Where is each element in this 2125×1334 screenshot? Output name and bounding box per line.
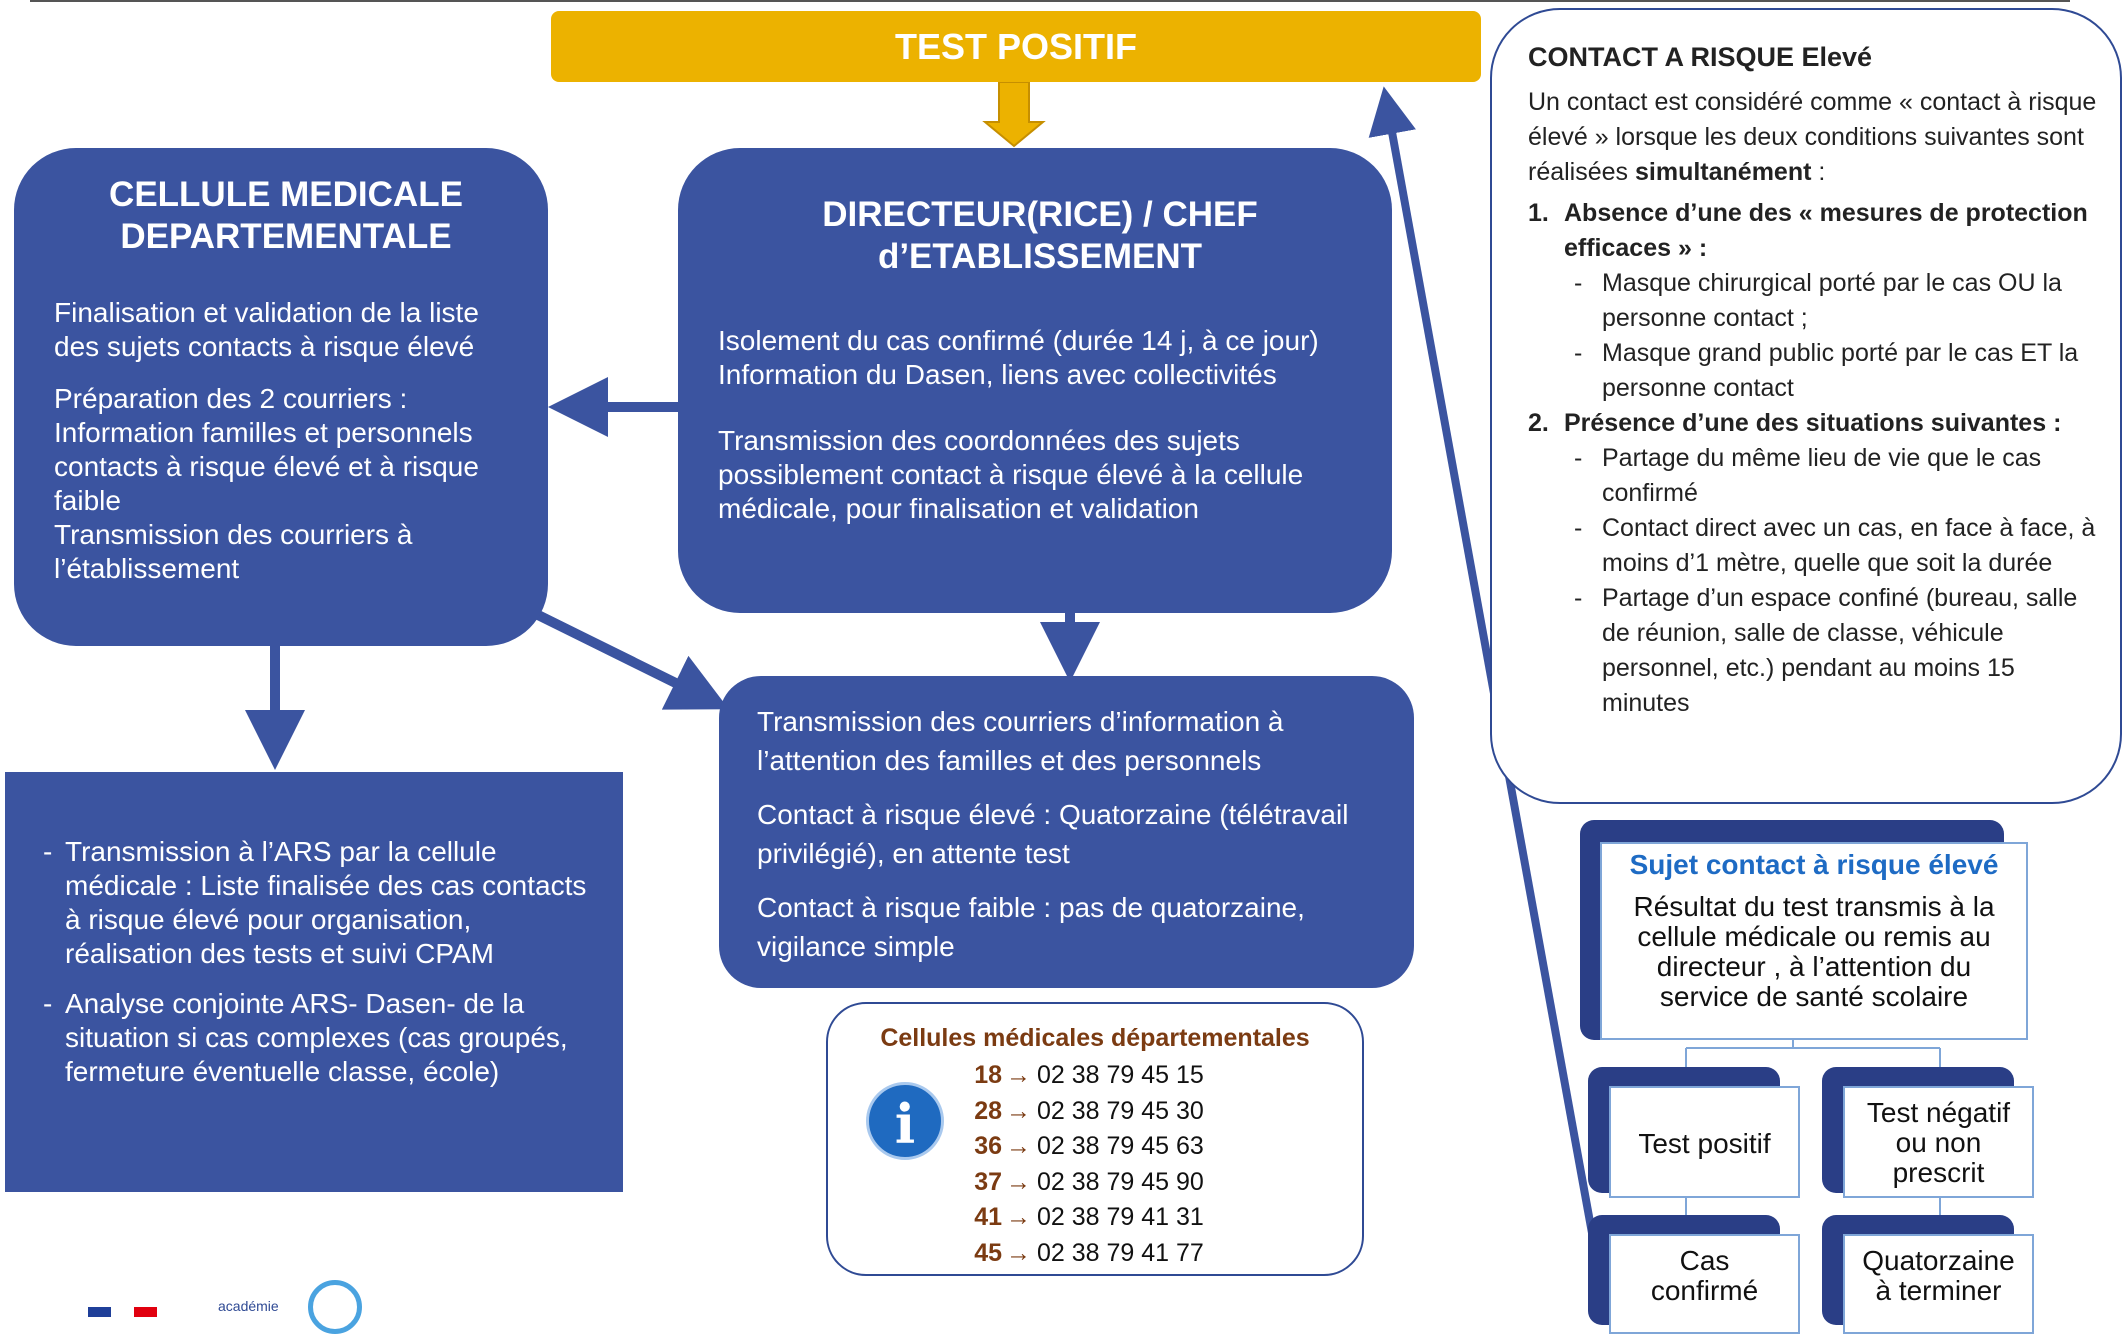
quatorzaine-node: Quatorzaine à terminer <box>1843 1234 2034 1334</box>
tree-connectors <box>1685 1040 1941 1215</box>
logo-text: académie <box>218 1298 279 1314</box>
list-item: Transmission à l’ARS par la cellule médi… <box>43 835 601 971</box>
test-positif-node: Test positif <box>1609 1086 1800 1198</box>
transmission-courriers-box: Transmission des courriers d’information… <box>719 676 1414 988</box>
top-rule <box>30 0 2070 2</box>
academie-logo: académie <box>88 1268 388 1334</box>
risque-title: CONTACT A RISQUE Elevé <box>1528 42 1873 72</box>
list-item: 37→02 38 79 45 90 <box>974 1167 1204 1196</box>
info-icon: i <box>866 1082 944 1160</box>
flag-logo <box>88 1304 158 1317</box>
ars-list: Transmission à l’ARS par la cellule médi… <box>43 835 601 1089</box>
ars-box: Transmission à l’ARS par la cellule médi… <box>5 772 623 1192</box>
list-item: Analyse conjointe ARS- Dasen- de la situ… <box>43 987 601 1089</box>
phone-list: 18→02 38 79 45 15 28→02 38 79 45 30 36→0… <box>968 1058 1204 1271</box>
directeur-text-1: Isolement du cas confirmé (durée 14 j, à… <box>718 325 1319 390</box>
list-item: 28→02 38 79 45 30 <box>974 1096 1204 1125</box>
list-item: Masque chirurgical porté par le cas OU l… <box>1564 266 2102 336</box>
condition-1: 1. Absence d’une des « mesures de protec… <box>1528 196 2102 406</box>
cellules-medicales-info-box: Cellules médicales départementales i 18→… <box>826 1002 1364 1276</box>
risque-intro: Un contact est considéré comme « contact… <box>1528 88 2097 186</box>
test-positif-banner: TEST POSITIF <box>551 11 1481 82</box>
list-item: 18→02 38 79 45 15 <box>974 1061 1204 1089</box>
list-item: Partage d’un espace confiné (bureau, sal… <box>1564 581 2102 721</box>
condition-2: 2. Présence d’une des situations suivant… <box>1528 406 2102 721</box>
cellule-to-courriers-arrow <box>529 607 729 710</box>
courriers-text-1: Transmission des courriers d’information… <box>757 706 1284 776</box>
test-negatif-node: Test négatif ou non prescrit <box>1843 1086 2034 1198</box>
sujet-contact-box: Sujet contact à risque élevé Résultat du… <box>1600 842 2028 1040</box>
cellule-title: CELLULE MEDICALE DEPARTEMENTALE <box>109 175 463 256</box>
ring-logo <box>308 1280 362 1334</box>
cellule-medicale-box: CELLULE MEDICALE DEPARTEMENTALE Finalisa… <box>14 148 548 646</box>
risque-conditions: 1. Absence d’une des « mesures de protec… <box>1528 196 2102 721</box>
directeur-text-2: Transmission des coordonnées des sujets … <box>718 425 1304 524</box>
directeur-box: DIRECTEUR(RICE) / CHEF d’ETABLISSEMENT I… <box>678 148 1392 613</box>
cas-confirme-node: Cas confirmé <box>1609 1234 1800 1334</box>
banner-down-arrow <box>982 81 1046 148</box>
sujet-title: Sujet contact à risque élevé <box>1629 849 1999 880</box>
courriers-text-3: Contact à risque faible : pas de quatorz… <box>757 892 1305 962</box>
courriers-text-2: Contact à risque élevé : Quatorzaine (té… <box>757 799 1349 869</box>
cellule-text-2: Préparation des 2 courriers : Informatio… <box>54 383 479 584</box>
list-item: 45→02 38 79 41 77 <box>974 1238 1204 1267</box>
list-item: Masque grand public porté par le cas ET … <box>1564 336 2102 406</box>
cellule-text-1: Finalisation et validation de la liste d… <box>54 297 479 362</box>
list-item: Contact direct avec un cas, en face à fa… <box>1564 511 2102 581</box>
list-item: 36→02 38 79 45 63 <box>974 1132 1204 1160</box>
info-title: Cellules médicales départementales <box>880 1024 1310 1052</box>
list-item: Partage du même lieu de vie que le cas c… <box>1564 441 2102 511</box>
directeur-title: DIRECTEUR(RICE) / CHEF d’ETABLISSEMENT <box>822 195 1258 276</box>
list-item: 41→02 38 79 41 31 <box>974 1203 1204 1231</box>
contact-risque-box: CONTACT A RISQUE Elevé Un contact est co… <box>1490 8 2122 804</box>
